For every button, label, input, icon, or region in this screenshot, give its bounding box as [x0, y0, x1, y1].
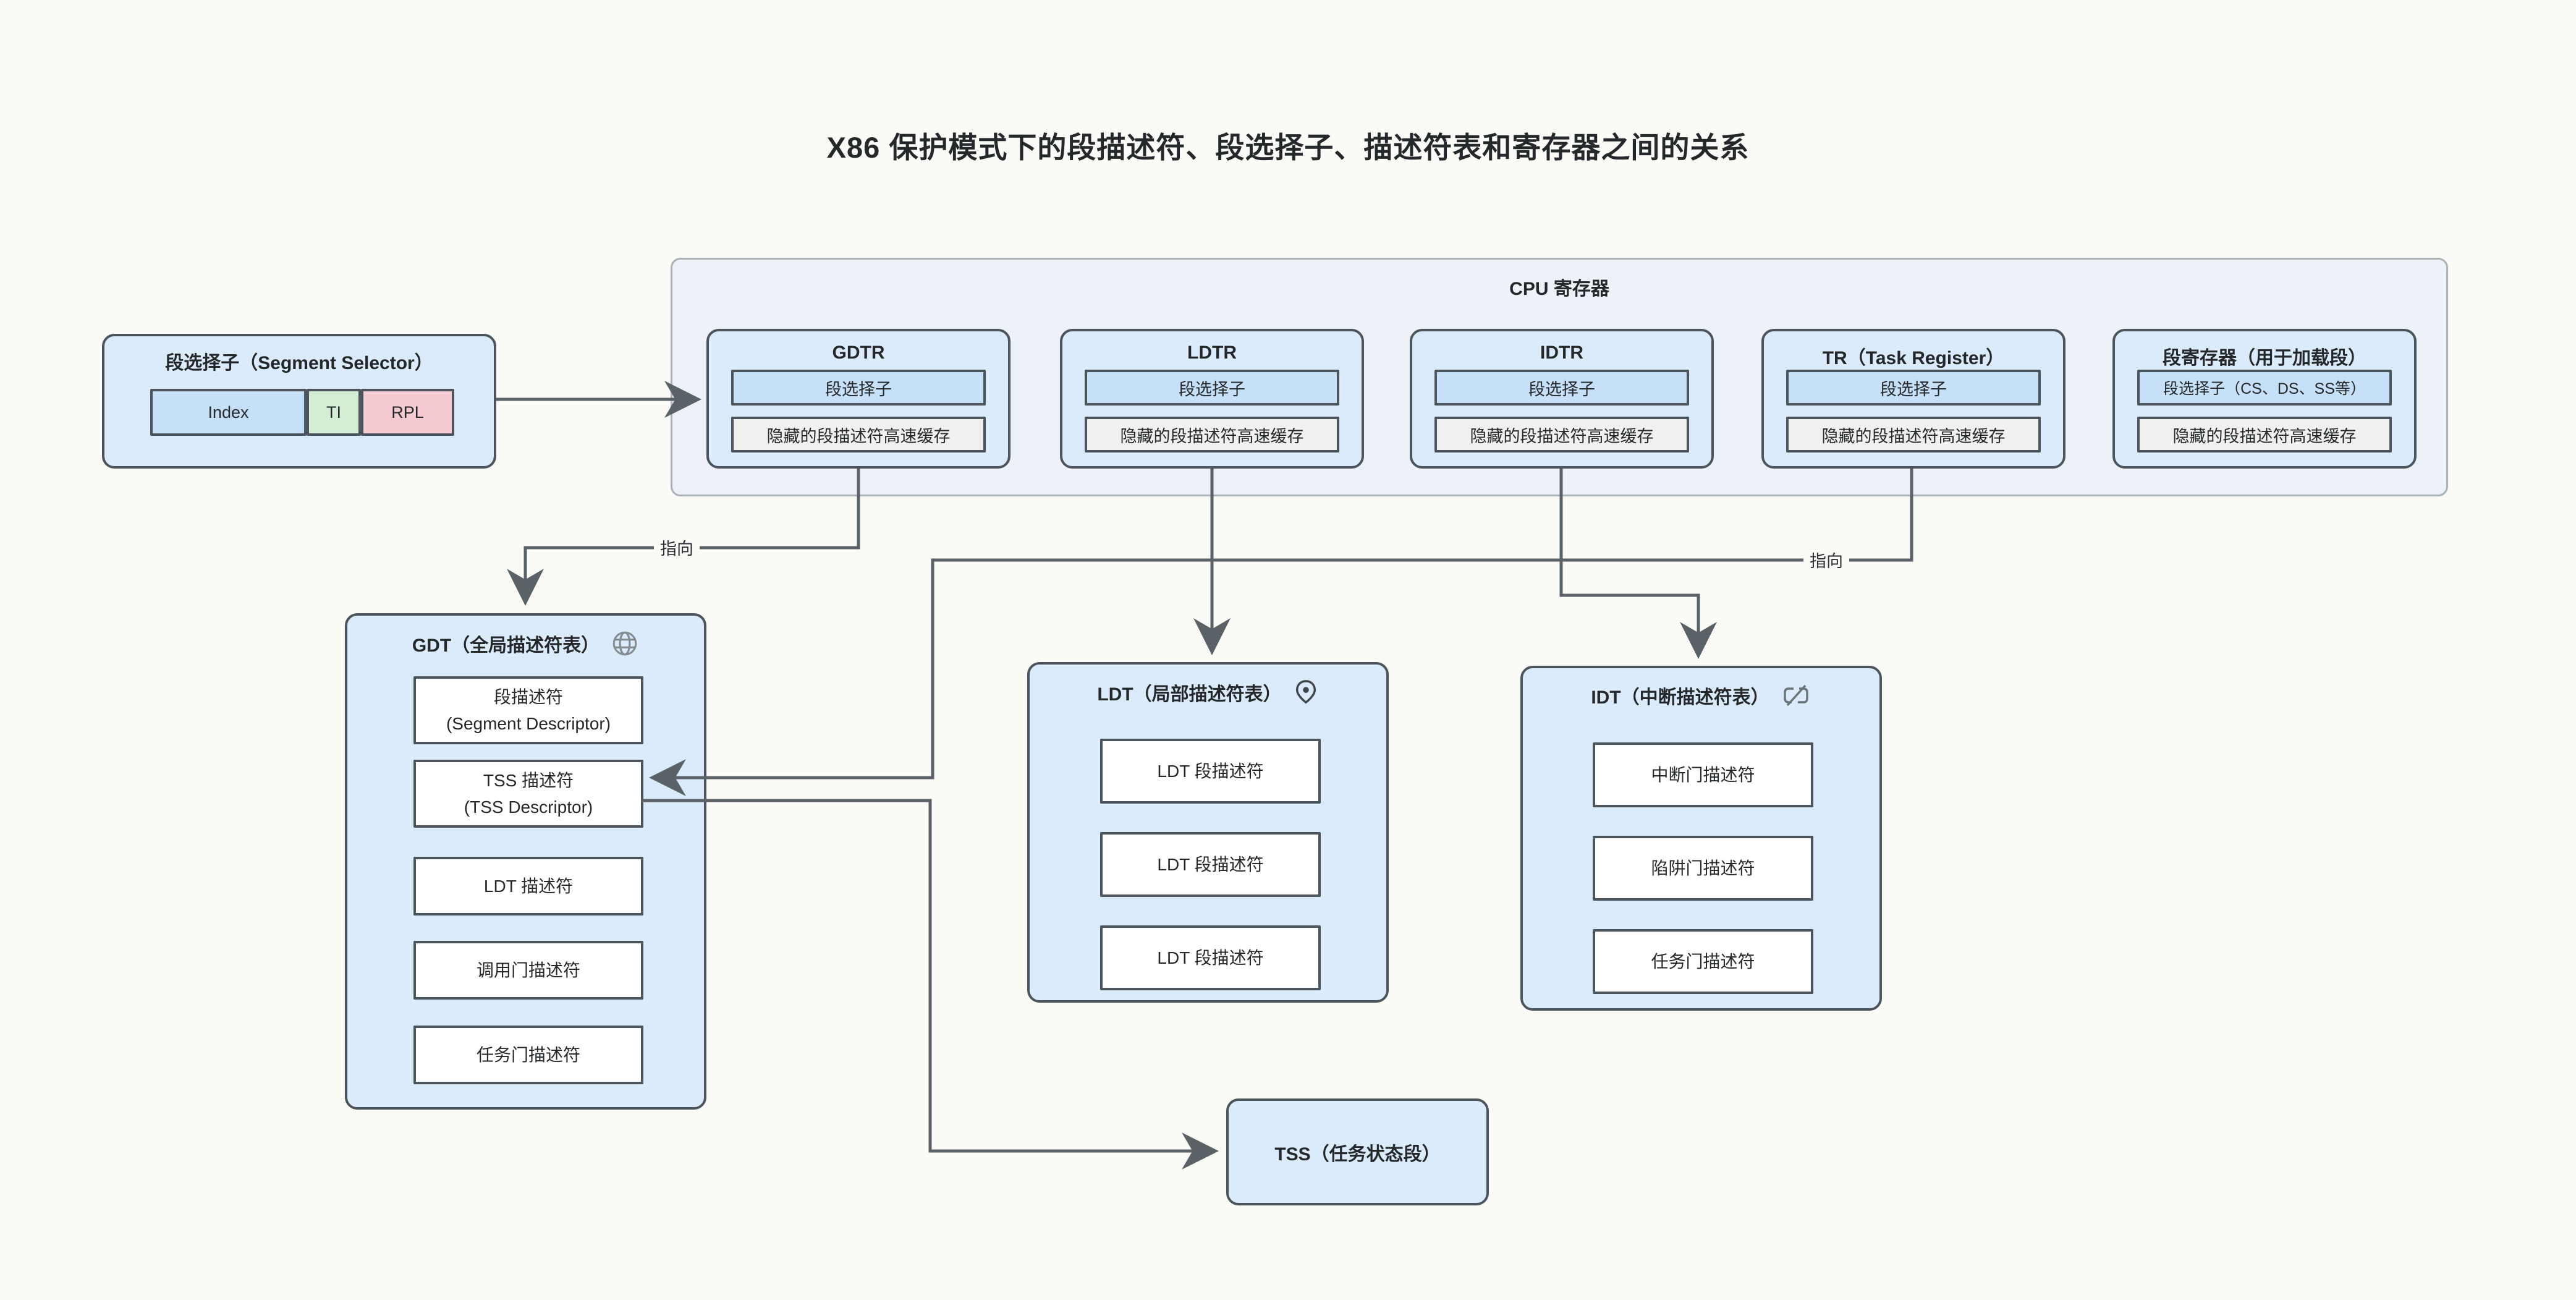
idtr-title: IDTR [1540, 342, 1583, 363]
slashed-box-icon [1781, 683, 1811, 708]
tr-register-node[interactable]: TR（Task Register） 段选择子 隐藏的段描述符高速缓存 [1761, 329, 2065, 469]
ldt-item-label: LDT 段描述符 [1157, 761, 1264, 781]
tss-node[interactable]: TSS（任务状态段） [1226, 1098, 1489, 1205]
ldt-table-node[interactable]: LDT（局部描述符表） LDT 段描述符 LDT 段描述符 LDT 段描述符 [1027, 662, 1389, 1003]
cpu-registers-title: CPU 寄存器 [1509, 279, 1609, 299]
idt-item-label: 陷阱门描述符 [1651, 858, 1755, 878]
gdt-item-task-gate-descriptor[interactable]: 任务门描述符 [413, 1026, 643, 1084]
gdtr-selector-row: 段选择子 [731, 370, 986, 406]
idt-title: IDT（中断描述符表） [1591, 687, 1769, 708]
segment-registers-title: 段寄存器（用于加载段） [2163, 348, 2366, 368]
gdtr-cache-row: 隐藏的段描述符高速缓存 [731, 417, 986, 452]
tss-title: TSS（任务状态段） [1274, 1144, 1441, 1165]
gdtr-register-node[interactable]: GDTR 段选择子 隐藏的段描述符高速缓存 [706, 329, 1010, 469]
gdt-item-label: 调用门描述符 [476, 960, 580, 980]
edge-label-pointer-gdt: 指向 [654, 534, 700, 561]
idt-item-label: 任务门描述符 [1651, 951, 1755, 971]
segment-registers-cache-row: 隐藏的段描述符高速缓存 [2137, 417, 2392, 452]
segment-registers-node[interactable]: 段寄存器（用于加载段） 段选择子（CS、DS、SS等） 隐藏的段描述符高速缓存 [2112, 329, 2417, 469]
ldt-item-descriptor[interactable]: LDT 段描述符 [1100, 739, 1321, 804]
ldtr-title: LDTR [1187, 342, 1237, 363]
tr-cache-row: 隐藏的段描述符高速缓存 [1786, 417, 2041, 452]
idt-item-interrupt-gate[interactable]: 中断门描述符 [1593, 742, 1813, 807]
gdt-item-tss-descriptor[interactable]: TSS 描述符 (TSS Descriptor) [413, 760, 643, 828]
gdt-table-node[interactable]: GDT（全局描述符表） 段描述符 (Segment Descriptor) TS… [345, 613, 706, 1110]
idt-item-label: 中断门描述符 [1651, 765, 1755, 784]
ldt-item-label: LDT 段描述符 [1157, 948, 1264, 967]
selector-field-ti: TI [307, 389, 361, 436]
gdt-item-label: 任务门描述符 [476, 1045, 580, 1064]
ldt-title: LDT（局部描述符表） [1097, 684, 1282, 705]
gdtr-title: GDTR [832, 342, 885, 363]
tr-title: TR（Task Register） [1822, 348, 2005, 368]
gdt-item-call-gate-descriptor[interactable]: 调用门描述符 [413, 941, 643, 1000]
segment-selector-node[interactable]: 段选择子（Segment Selector） Index TI RPL [102, 334, 496, 469]
page-title: X86 保护模式下的段描述符、段选择子、描述符表和寄存器之间的关系 [826, 131, 1750, 164]
gdt-item-sublabel: (TSS Descriptor) [464, 797, 593, 817]
ldt-item-descriptor[interactable]: LDT 段描述符 [1100, 925, 1321, 990]
map-pin-icon [1293, 678, 1319, 707]
gdt-item-ldt-descriptor[interactable]: LDT 描述符 [413, 857, 643, 916]
idt-item-trap-gate[interactable]: 陷阱门描述符 [1593, 836, 1813, 901]
gdt-item-sublabel: (Segment Descriptor) [446, 714, 611, 733]
selector-field-index: Index [150, 389, 307, 436]
ldt-item-descriptor[interactable]: LDT 段描述符 [1100, 832, 1321, 897]
ldtr-cache-row: 隐藏的段描述符高速缓存 [1085, 417, 1339, 452]
idtr-selector-row: 段选择子 [1434, 370, 1689, 406]
segment-selector-title: 段选择子（Segment Selector） [165, 353, 433, 373]
selector-field-rpl: RPL [361, 389, 454, 436]
gdt-item-label: LDT 描述符 [483, 876, 574, 896]
ldtr-register-node[interactable]: LDTR 段选择子 隐藏的段描述符高速缓存 [1060, 329, 1364, 469]
ldtr-selector-row: 段选择子 [1085, 370, 1339, 406]
tr-selector-row: 段选择子 [1786, 370, 2041, 406]
gdt-item-label: 段描述符 [493, 687, 563, 707]
idtr-register-node[interactable]: IDTR 段选择子 隐藏的段描述符高速缓存 [1410, 329, 1714, 469]
idtr-cache-row: 隐藏的段描述符高速缓存 [1434, 417, 1689, 452]
segment-registers-selector-row: 段选择子（CS、DS、SS等） [2137, 370, 2392, 406]
idt-item-task-gate[interactable]: 任务门描述符 [1593, 929, 1813, 994]
idt-table-node[interactable]: IDT（中断描述符表） 中断门描述符 陷阱门描述符 任务门描述符 [1520, 666, 1882, 1011]
gdt-item-segment-descriptor[interactable]: 段描述符 (Segment Descriptor) [413, 676, 643, 744]
ldt-item-label: LDT 段描述符 [1157, 854, 1264, 874]
gdt-item-label: TSS 描述符 [483, 770, 574, 790]
gdt-title: GDT（全局描述符表） [412, 635, 600, 656]
globe-icon [611, 629, 639, 658]
edge-label-pointer-tss: 指向 [1803, 546, 1849, 573]
